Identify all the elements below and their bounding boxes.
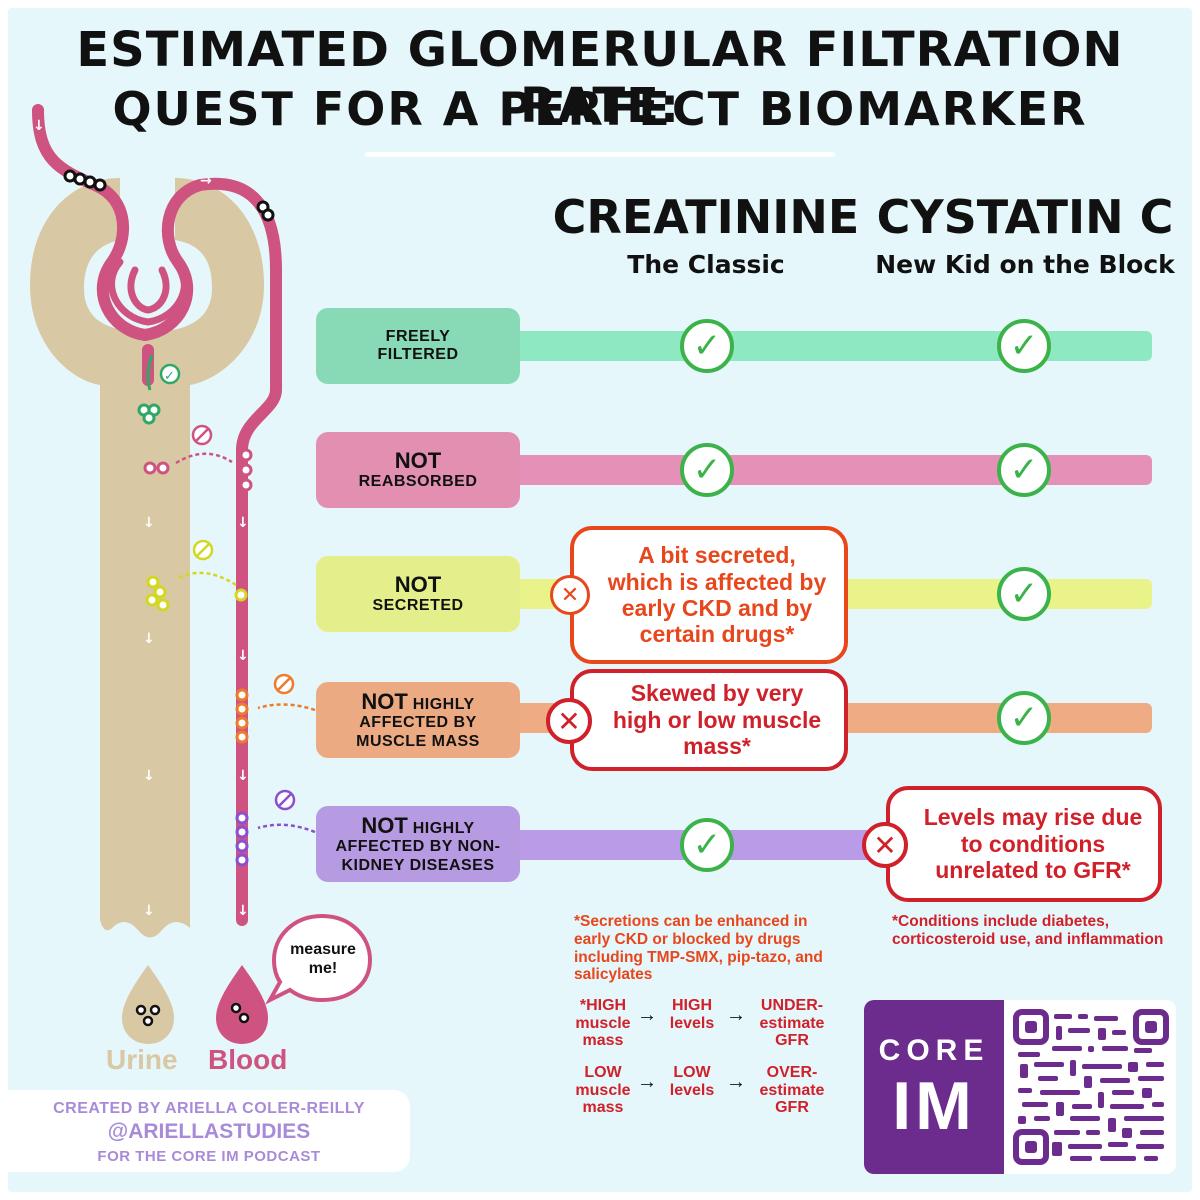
credit-podcast: FOR THE CORE IM PODCAST (97, 1148, 321, 1165)
column-subtitle-cystatin: New Kid on the Block (875, 250, 1175, 279)
cystatin-conditions-note: Levels may rise due to conditions unrela… (886, 786, 1162, 902)
underestimate-text: UNDER-estimate GFR (759, 997, 825, 1050)
footnote-conditions: *Conditions include diabetes, corticoste… (892, 913, 1164, 948)
column-header-cystatin: CYSTATIN C New Kid on the Block (855, 190, 1195, 279)
column-subtitle-creatinine: The Classic (627, 250, 785, 279)
core-im-logo: CORE IM (864, 1000, 1176, 1174)
creatinine-secretion-note: A bit secreted, which is affected by ear… (570, 526, 848, 664)
arrow-icon: → (726, 1004, 746, 1026)
check-icon: ✓ (680, 319, 734, 373)
reabsorption-molecules (143, 424, 253, 492)
footnote-secretion: *Secretions can be enhanced in early CKD… (574, 913, 823, 984)
logo-line-2: IM (892, 1068, 976, 1144)
filtered-molecules: ✓ (137, 354, 181, 425)
column-title-cystatin: CYSTATIN C (876, 190, 1174, 244)
row-label-big: NOT (394, 448, 442, 474)
low-levels-text: LOW levels (669, 1064, 715, 1099)
check-icon: ✓ (997, 319, 1051, 373)
speech-text: measure me! (290, 941, 356, 978)
title-line-2: QUEST FOR A PERFECT BIOMARKER (112, 82, 1088, 136)
cross-icon: ✕ (862, 822, 908, 868)
molecules-top (63, 169, 275, 222)
muscle-molecules (235, 673, 316, 744)
row-label-text: SECRETED (372, 597, 464, 615)
speech-bubble (265, 913, 373, 1005)
svg-text:↓: ↓ (237, 648, 249, 664)
check-icon: ✓ (997, 691, 1051, 745)
urine-drop (122, 965, 174, 1044)
arrow-icon: → (726, 1071, 746, 1093)
column-title-creatinine: CREATININE (552, 190, 860, 244)
svg-text:↓: ↓ (143, 903, 155, 919)
row-label-text: AFFECTED BY MUSCLE MASS (356, 714, 480, 750)
credit-box: CREATED BY ARIELLA COLER-REILLY @ARIELLA… (8, 1090, 410, 1172)
title-divider (365, 152, 835, 157)
blood-drop (216, 965, 268, 1044)
secretion-molecules (145, 539, 248, 612)
row-label: FREELY FILTERED (316, 308, 520, 384)
row-label-text: AFFECTED BY NON-KIDNEY DISEASES (335, 838, 501, 874)
row-label-big: NOT (394, 572, 442, 598)
check-icon: ✓ (997, 567, 1051, 621)
blood-label: Blood (208, 1044, 288, 1075)
row-label-suffix: HIGHLY (407, 819, 475, 837)
svg-text:↓: ↓ (237, 903, 249, 919)
arrow-icon: → (637, 1004, 657, 1026)
svg-text:→: → (200, 173, 212, 189)
row-label: NOT REABSORBED (316, 432, 520, 508)
nephron-illustration: ↓ → ↓ ↓ ↓ ↓ ↓ ↓ ↓ ↓ ✓ (30, 104, 373, 1044)
flow-arrows: ↓ → ↓ ↓ ↓ ↓ ↓ ↓ ↓ ↓ (33, 118, 249, 919)
row-label: NOT HIGHLY AFFECTED BY MUSCLE MASS (316, 682, 520, 758)
title-line-1: ESTIMATED GLOMERULAR FILTRATION RATE: (76, 22, 1124, 134)
row-bar (500, 455, 1152, 485)
svg-text:✓: ✓ (164, 368, 175, 383)
row-label: NOT HIGHLY AFFECTED BY NON-KIDNEY DISEAS… (316, 806, 520, 882)
partial-cross-icon: ✕ (550, 575, 590, 615)
high-levels-text: HIGH levels (669, 997, 715, 1032)
check-icon: ✓ (997, 443, 1051, 497)
low-muscle-text: LOW muscle mass (575, 1064, 631, 1117)
qr-code (1013, 1009, 1169, 1165)
logo-block: CORE IM (864, 1000, 1004, 1174)
row-label-text: REABSORBED (358, 473, 478, 491)
check-icon: ✓ (680, 818, 734, 872)
credit-author: CREATED BY ARIELLA COLER-REILLY (53, 1100, 365, 1117)
arrow-icon: → (637, 1071, 657, 1093)
logo-line-1: CORE (878, 1034, 990, 1067)
svg-text:↓: ↓ (237, 515, 249, 531)
row-bar (500, 331, 1152, 361)
row-label-big: NOT (361, 688, 408, 714)
svg-text:↓: ↓ (143, 515, 155, 531)
high-muscle-text: *HIGH muscle mass (575, 997, 631, 1050)
overestimate-text: OVER-estimate GFR (759, 1064, 825, 1117)
svg-text:↓: ↓ (143, 631, 155, 647)
non-kidney-molecules (235, 789, 316, 867)
svg-text:↓: ↓ (237, 768, 249, 784)
row-label: NOT SECRETED (316, 556, 520, 632)
creatinine-muscle-note: Skewed by very high or low muscle mass* (570, 669, 848, 771)
svg-text:↓: ↓ (143, 768, 155, 784)
column-header-creatinine: CREATININE The Classic (536, 190, 876, 279)
tubule-shape (30, 178, 264, 938)
row-label-text: FREELY FILTERED (377, 327, 459, 363)
check-icon: ✓ (680, 443, 734, 497)
row-label-suffix: HIGHLY (407, 695, 475, 713)
svg-text:↓: ↓ (33, 118, 45, 134)
cross-icon: ✕ (546, 698, 592, 744)
urine-label: Urine (106, 1044, 178, 1075)
row-label-big: NOT (361, 812, 408, 838)
credit-handle: @ARIELLASTUDIES (107, 1120, 311, 1143)
